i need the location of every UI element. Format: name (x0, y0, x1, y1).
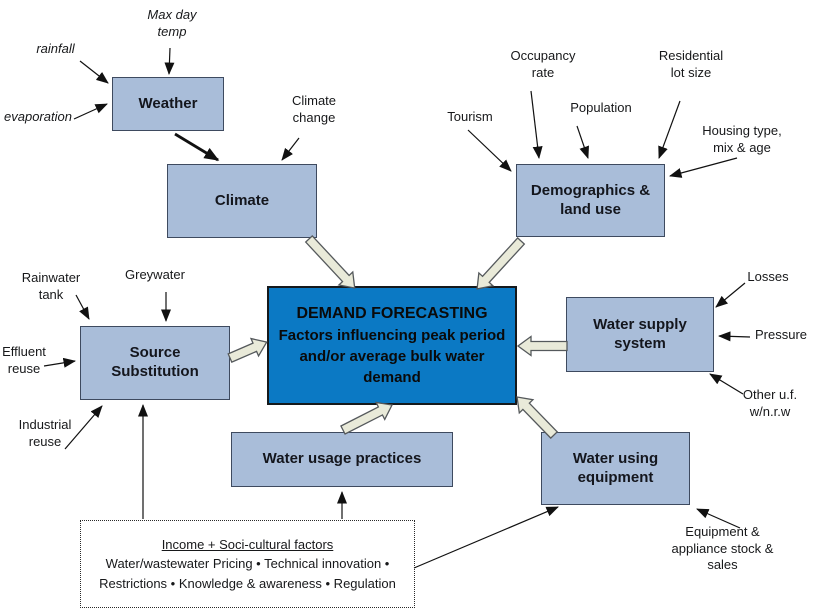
arrow-socio-to-equipment (413, 506, 559, 569)
socio-box-line2: Restrictions • Knowledge & awareness • R… (99, 575, 396, 591)
socio-cultural-factors-box: Income + Soci-cultural factors Water/was… (80, 520, 415, 608)
water-supply-system-box: Water supply system (566, 297, 714, 372)
max-day-temp-label: Max day temp (147, 7, 197, 39)
arrow-population-to-demographics (576, 125, 589, 159)
demand-forecasting-center-box: DEMAND FORECASTING Factors influencing p… (267, 286, 517, 405)
losses-label: Losses (747, 269, 789, 284)
arrow-occupancyrate-to-demographics (530, 90, 543, 159)
block-arrow-sourcesub-to-center (227, 337, 268, 363)
center-box-title: DEMAND FORECASTING (296, 305, 488, 323)
arrow-maxdaytemp-to-weather (164, 47, 175, 75)
rainfall-label: rainfall (36, 41, 75, 56)
rainwater-tank-label: Rainwater tank (21, 270, 81, 302)
population-label: Population (570, 100, 632, 115)
arrow-weather-to-climate (174, 132, 220, 162)
greywater-label: Greywater (125, 267, 185, 282)
socio-box-heading: Income + Soci-cultural factors (161, 536, 334, 552)
arrow-losses-to-watersupply (715, 282, 746, 308)
water-using-equipment-box: Water using equipment (541, 432, 690, 505)
effluent-reuse-label: Effluent reuse (2, 344, 46, 376)
evaporation-label: evaporation (4, 109, 72, 124)
residential-lot-size-label: Residential lot size (658, 48, 724, 80)
block-arrow-watersupply-to-center (516, 335, 568, 357)
other-uf-label: Other u.f. w/n.r.w (742, 387, 798, 419)
equipment-stock-label: Equipment & appliance stock & sales (671, 524, 774, 573)
arrow-rainfall-to-weather (79, 60, 109, 84)
demographics-box: Demographics & land use (516, 164, 665, 237)
weather-box: Weather (112, 77, 224, 131)
occupancy-rate-label: Occupancy rate (510, 48, 576, 80)
arrow-evaporation-to-weather (73, 103, 108, 120)
source-substitution-box: Source Substitution (80, 326, 230, 400)
arrow-pressure-to-watersupply (718, 331, 751, 342)
socio-box-line1: Water/wastewater Pricing • Technical inn… (105, 556, 390, 572)
center-box-subtitle: Factors influencing peak period and/or a… (278, 326, 506, 386)
arrow-housingtype-to-demographics (669, 157, 738, 178)
arrow-climatechange-to-climate (281, 137, 300, 161)
climate-box: Climate (167, 164, 317, 238)
arrow-tourism-to-demographics (467, 129, 512, 172)
climate-change-label: Climate change (291, 93, 337, 125)
pressure-label: Pressure (754, 327, 808, 342)
tourism-label: Tourism (447, 109, 493, 124)
water-usage-practices-box: Water usage practices (231, 432, 453, 487)
housing-type-label: Housing type, mix & age (702, 123, 782, 155)
arrow-residentiallotsize-to-demographics (658, 100, 681, 159)
industrial-reuse-label: Industrial reuse (18, 417, 72, 449)
